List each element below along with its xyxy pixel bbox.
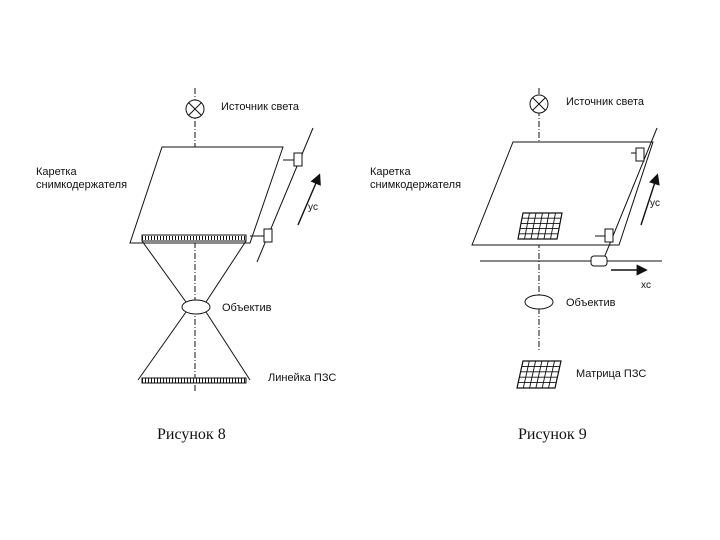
- fig8-yc-arrow-icon: [297, 173, 321, 226]
- fig9-caption: Рисунок 9: [518, 426, 587, 443]
- fig9-carriage-label: Каретка снимкодержателя: [370, 166, 462, 191]
- fig8-carriage-plate: [129, 146, 284, 244]
- fig8-light-source-label: Источник света: [221, 101, 300, 113]
- fig8-yc-label: yc: [308, 202, 318, 213]
- fig8-slider-bottom-icon: [250, 228, 273, 243]
- fig9-light-source-label: Источник света: [566, 96, 645, 108]
- fig8-carriage-label: Каретка снимкодержателя: [36, 166, 128, 191]
- fig9-slider-bottom-icon: [595, 228, 614, 243]
- fig8-plate-rail: [141, 234, 247, 242]
- fig9-lens-label: Объектив: [566, 297, 616, 309]
- fig9-ccd-matrix-label: Матрица ПЗС: [576, 368, 647, 380]
- fig8-upper-cone: [141, 240, 187, 303]
- fig8-lens-icon: [181, 299, 211, 315]
- fig8-caption: Рисунок 8: [157, 426, 226, 443]
- fig9-carriage-plate: [471, 141, 654, 246]
- fig9-ccd-matrix: [516, 360, 562, 389]
- figure-8: [129, 88, 321, 392]
- fig8-light-source-icon: [185, 99, 205, 119]
- fig9-image-grid: [517, 212, 563, 240]
- fig9-slider-top-icon: [631, 147, 645, 162]
- fig8-ccd-line: [141, 377, 247, 384]
- fig9-lens-icon: [524, 294, 554, 310]
- fig9-slider-x-icon: [590, 255, 608, 267]
- fig8-ccd-line-label: Линейка ПЗС: [268, 372, 337, 384]
- fig9-light-source-icon: [529, 94, 549, 114]
- fig9-yc-label: yc: [650, 198, 660, 209]
- fig8-lower-cone: [137, 311, 187, 381]
- fig9-xc-label: xc: [641, 280, 651, 291]
- figure-9: [471, 88, 662, 389]
- fig8-slider-top-icon: [283, 152, 303, 167]
- fig9-yc-arrow-icon: [640, 173, 660, 226]
- fig8-lens-label: Объектив: [222, 302, 272, 314]
